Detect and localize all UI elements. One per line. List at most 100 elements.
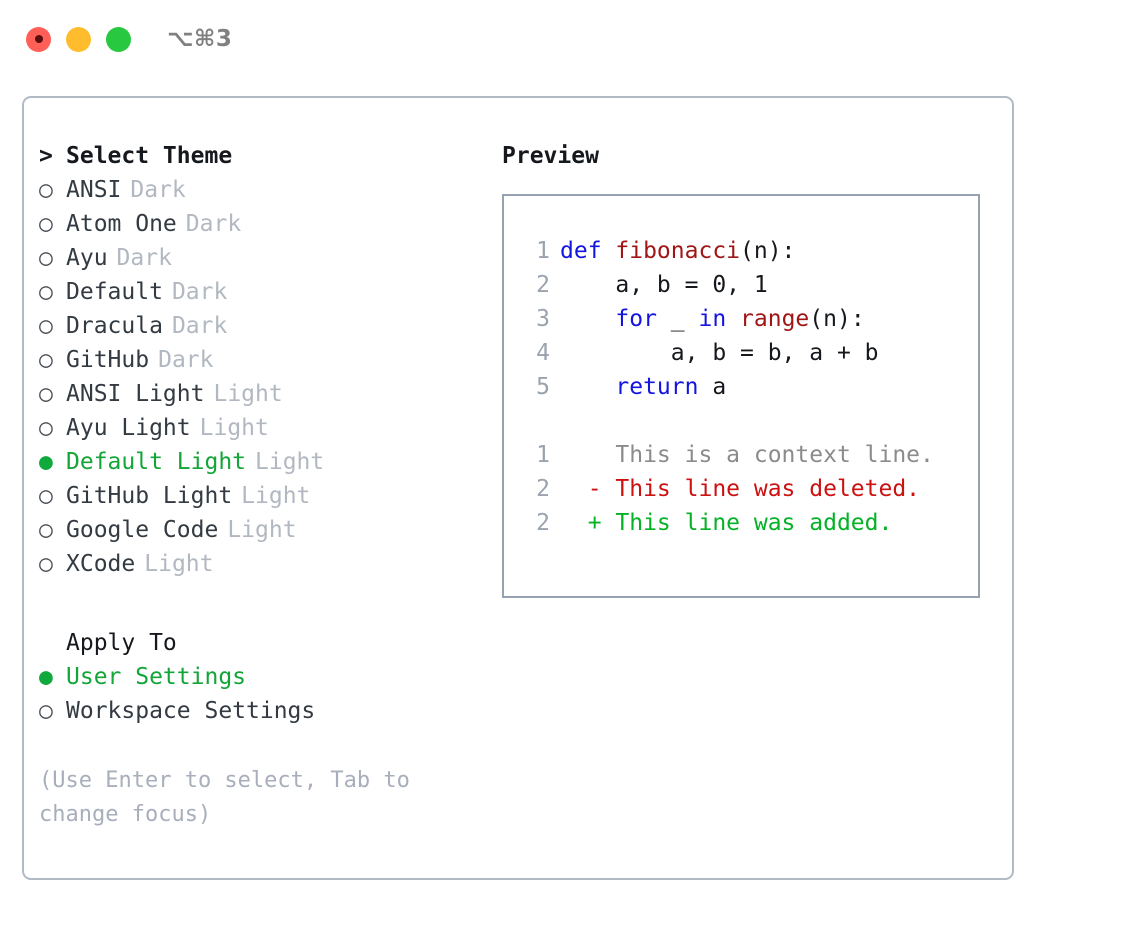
apply-to-list: ● User Settings ○Workspace Settings (39, 664, 479, 732)
code-token (560, 306, 615, 332)
radio-unselected-icon[interactable]: ○ (39, 211, 53, 237)
theme-item-category: Dark (171, 279, 228, 305)
code-token: fibonacci (615, 238, 741, 264)
theme-item-category: Dark (185, 211, 242, 237)
radio-selected-icon[interactable]: ● (39, 449, 53, 475)
radio-unselected-icon[interactable]: ○ (39, 415, 53, 441)
radio-unselected-icon[interactable]: ○ (39, 245, 53, 271)
apply-to-item-label: User Settings (66, 664, 247, 690)
theme-list-item[interactable]: ○ Ayu Light Light (39, 415, 479, 449)
theme-list-item[interactable]: ○ Ayu Dark (39, 245, 479, 279)
code-line-content: return a (560, 374, 726, 400)
code-token: a (698, 374, 727, 400)
diff-line-number: 2 (536, 476, 550, 502)
code-line-content: a, b = 0, 1 (560, 272, 768, 298)
diff-marker (560, 442, 602, 468)
diff-line-content: This line was deleted. (601, 476, 921, 502)
code-line-content: for _ in range(n): (560, 306, 865, 332)
radio-selected-icon[interactable]: ● (39, 664, 53, 690)
code-token: def (560, 238, 616, 264)
code-line-content: a, b = b, a + b (560, 340, 879, 366)
radio-unselected-icon[interactable]: ○ (39, 381, 53, 407)
radio-unselected-icon[interactable]: ○ (39, 313, 53, 339)
code-token: a, b = b, a + b (560, 340, 879, 366)
theme-item-label: Default Light (66, 449, 247, 475)
theme-item-category: Light (255, 449, 325, 475)
apply-to-item[interactable]: ○Workspace Settings (39, 698, 479, 732)
theme-item-label: XCode (66, 551, 136, 577)
theme-item-category: Light (199, 415, 269, 441)
code-token (726, 306, 740, 332)
code-line-number: 5 (536, 374, 550, 400)
theme-list-item[interactable]: ○ ANSI Dark (39, 177, 479, 211)
theme-list-item[interactable]: ○ Google Code Light (39, 517, 479, 551)
diff-sample: 1 This is a context line.2 - This line w… (522, 442, 978, 544)
code-token: in (698, 306, 727, 332)
theme-item-label: Default (66, 279, 163, 305)
theme-item-category: Light (144, 551, 214, 577)
code-line: 5 return a (522, 374, 978, 408)
traffic-lights (26, 26, 131, 52)
code-token: (n): (809, 306, 865, 332)
theme-item-category: Light (241, 483, 311, 509)
theme-item-label: Ayu (66, 245, 108, 271)
window-titlebar: ⌥⌘3 (0, 0, 1140, 78)
diff-marker: + (560, 510, 602, 536)
theme-item-label: Atom One (66, 211, 177, 237)
theme-item-category: Dark (171, 313, 228, 339)
maximize-window-button[interactable] (106, 26, 131, 52)
minimize-window-button[interactable] (66, 26, 91, 52)
theme-list-item[interactable]: ○ XCode Light (39, 551, 479, 585)
radio-unselected-icon[interactable]: ○ (39, 347, 53, 373)
theme-item-category: Dark (158, 347, 214, 373)
radio-unselected-icon[interactable]: ○ (39, 698, 53, 724)
code-token: a, b = 0, 1 (560, 272, 768, 298)
theme-list-item[interactable]: ● Default Light Light (39, 449, 479, 483)
diff-line-number: 2 (536, 510, 550, 536)
caret-icon: > (39, 143, 53, 169)
radio-unselected-icon[interactable]: ○ (39, 177, 53, 203)
theme-item-category: Light (227, 517, 297, 543)
apply-to-item[interactable]: ● User Settings (39, 664, 479, 698)
code-token (560, 374, 615, 400)
theme-item-category: Dark (116, 245, 172, 271)
preview-heading: Preview (502, 143, 599, 169)
section-spacer (39, 585, 479, 630)
radio-unselected-icon[interactable]: ○ (39, 279, 53, 305)
theme-item-label: Google Code (66, 517, 219, 543)
radio-unselected-icon[interactable]: ○ (39, 483, 53, 509)
close-icon (34, 35, 43, 43)
theme-list-item[interactable]: ○ Atom One Dark (39, 211, 479, 245)
code-line-content: def fibonacci(n): (560, 238, 795, 264)
code-diff-spacer (522, 408, 978, 442)
theme-item-category: Dark (130, 177, 186, 203)
theme-item-label: ANSI Light (66, 381, 205, 407)
keyboard-hint-text: (Use Enter to select, Tab to change focu… (39, 768, 410, 827)
radio-unselected-icon[interactable]: ○ (39, 551, 53, 577)
code-line-number: 4 (536, 340, 550, 366)
code-token: for (615, 306, 657, 332)
code-token: range (740, 306, 810, 332)
keyboard-shortcut-label: ⌥⌘3 (167, 26, 233, 52)
diff-line-content: This line was added. (601, 510, 893, 536)
code-token: return (615, 374, 699, 400)
radio-unselected-icon[interactable]: ○ (39, 517, 53, 543)
close-window-button[interactable] (26, 26, 51, 52)
theme-item-label: ANSI (66, 177, 122, 203)
apply-to-heading-row: Apply To (39, 630, 479, 664)
theme-list-item[interactable]: ○ Default Dark (39, 279, 479, 313)
diff-line: 2 - This line was deleted. (522, 476, 978, 510)
theme-item-label: Ayu Light (66, 415, 191, 441)
code-line: 4 a, b = b, a + b (522, 340, 978, 374)
code-line-number: 2 (536, 272, 550, 298)
